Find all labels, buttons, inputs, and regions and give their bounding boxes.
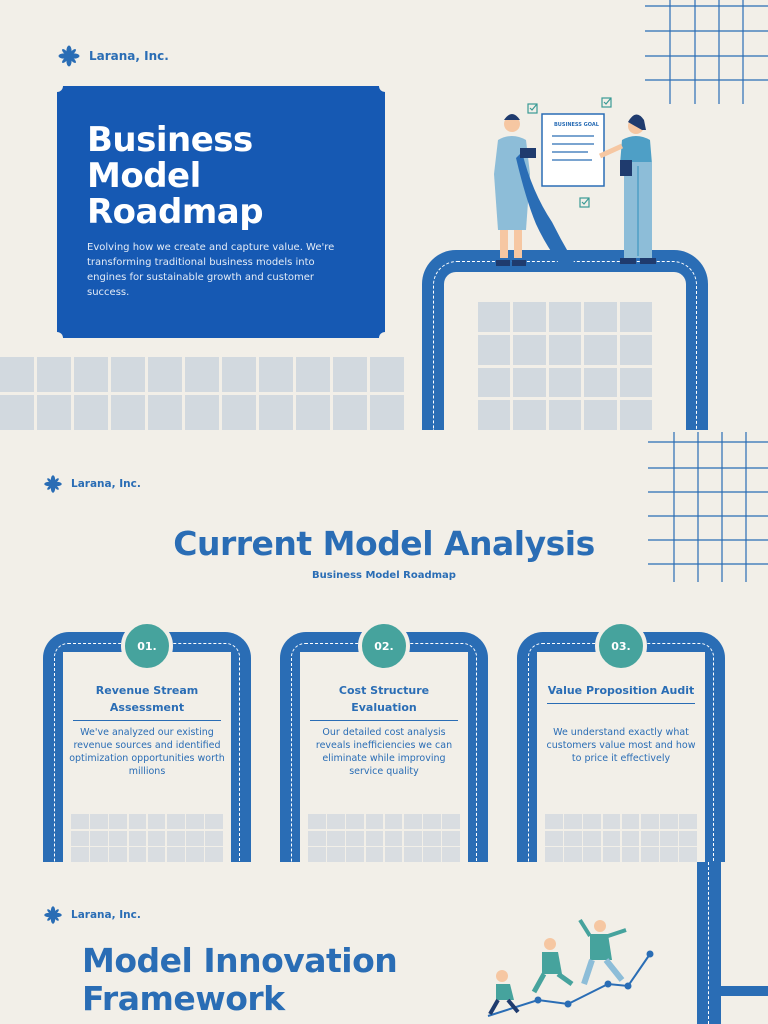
card-number-badge: 01. <box>121 620 173 672</box>
analysis-card-1: 01. Revenue Stream Assessment We've anal… <box>43 620 251 862</box>
road-decoration-branch <box>720 986 768 996</box>
card-text: We've analyzed our existing revenue sour… <box>69 727 225 777</box>
card-title: Cost Structure Evaluation <box>310 682 458 721</box>
hero-description: Evolving how we create and capture value… <box>87 242 335 298</box>
brand-header-2: Larana, Inc. <box>43 474 141 494</box>
flower-logo-icon <box>58 45 80 67</box>
hero-title: Business Model Roadmap <box>87 120 264 232</box>
brand-name: Larana, Inc. <box>89 49 169 63</box>
analysis-title: Current Model Analysis <box>173 524 595 563</box>
grid-lines-decoration <box>645 0 768 104</box>
analysis-subtitle: Business Model Roadmap <box>312 570 456 581</box>
brand-name: Larana, Inc. <box>71 909 141 921</box>
analysis-card-3: 03. Value Proposition Audit We understan… <box>517 620 725 862</box>
hero-card: Business Model Roadmap Evolving how we c… <box>51 80 391 344</box>
card-title: Revenue Stream Assessment <box>73 682 221 721</box>
card-title: Value Proposition Audit <box>547 682 695 704</box>
brand-header-3: Larana, Inc. <box>43 905 141 925</box>
road-frame-decoration <box>422 250 708 430</box>
brand-header-1: Larana, Inc. <box>57 44 169 68</box>
growth-runners-illustration <box>487 918 654 1017</box>
card-text: Our detailed cost analysis reveals ineff… <box>315 727 453 777</box>
card-number-badge: 02. <box>358 620 410 672</box>
flower-logo-icon <box>44 475 62 493</box>
business-goal-illustration: BUSINESS GOAL <box>494 97 656 270</box>
grid-lines-decoration <box>648 432 768 582</box>
flower-logo-icon <box>44 906 62 924</box>
card-text: We understand exactly what customers val… <box>546 727 696 764</box>
analysis-card-2: 02. Cost Structure Evaluation Our detail… <box>280 620 488 862</box>
road-decoration <box>697 862 721 1024</box>
decorative-grid-strip <box>0 357 404 430</box>
brand-name: Larana, Inc. <box>71 478 141 490</box>
card-number-badge: 03. <box>595 620 647 672</box>
svg-text:BUSINESS GOAL: BUSINESS GOAL <box>554 122 600 128</box>
innovation-title: Model Innovation Framework <box>82 941 398 1018</box>
